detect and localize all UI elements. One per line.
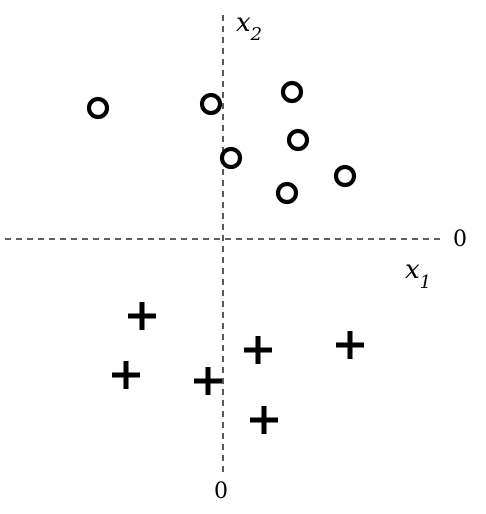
plus-marker [336, 331, 364, 359]
x2-axis-label: x2 [236, 8, 262, 45]
circle-marker [199, 92, 223, 116]
x2-axis-zero-label: 0 [214, 479, 228, 504]
plus-marker [250, 406, 278, 434]
x1-axis-zero-label: 0 [453, 227, 467, 252]
plus-marker [194, 367, 222, 395]
x1-axis-label-var: x [405, 255, 420, 285]
plus-marker [244, 336, 272, 364]
plus-marker [112, 361, 140, 389]
circle-marker [86, 96, 110, 120]
circle-class-markers [86, 80, 357, 205]
plus-marker [128, 302, 156, 330]
circle-marker [286, 128, 310, 152]
plus-class-markers [112, 302, 364, 434]
circle-marker [275, 181, 299, 205]
x1-axis-label-sub: 1 [420, 272, 431, 293]
circle-marker [280, 80, 304, 104]
circle-marker [219, 146, 243, 170]
circle-marker [333, 164, 357, 188]
x2-axis-label-var: x [236, 8, 251, 38]
x2-axis-label-sub: 2 [250, 24, 262, 45]
x1-axis-label: x1 [405, 255, 431, 293]
